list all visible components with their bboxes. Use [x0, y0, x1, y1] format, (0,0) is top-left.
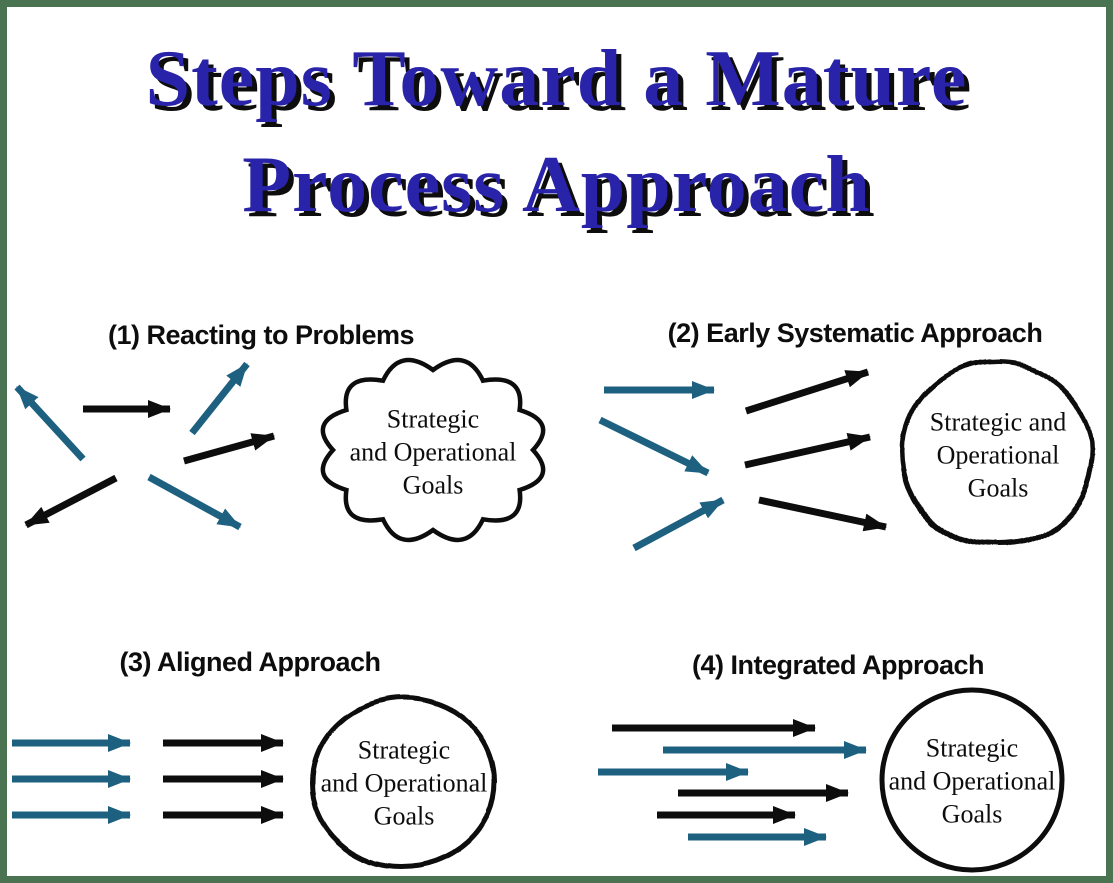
- title-line-1: Steps Toward a Mature: [145, 35, 968, 123]
- panel-3-heading: (3) Aligned Approach: [119, 647, 381, 677]
- panel-4-arrows: [598, 719, 867, 846]
- panel-4-goal-text: Strategic and Operational Goals: [889, 732, 1056, 831]
- goal-line: Strategic: [357, 735, 451, 765]
- black-arrow: [744, 368, 870, 415]
- black-arrow: [183, 432, 275, 465]
- goal-line: Strategic: [386, 404, 480, 434]
- teal-arrow: [14, 384, 86, 462]
- teal-arrow: [189, 361, 250, 436]
- black-arrow: [744, 433, 871, 469]
- panel-2-arrows: [598, 368, 887, 552]
- goal-line: Goals: [402, 470, 464, 500]
- goal-shape-circle: [879, 687, 1065, 873]
- goal-shape-irregular-blob: [900, 359, 1096, 549]
- black-arrow: [758, 496, 887, 532]
- panel-3-goal-text: Strategic and Operational Goals: [321, 734, 488, 833]
- panel-1-arrows: [14, 361, 275, 531]
- panel-4-heading: (4) Integrated Approach: [691, 650, 985, 680]
- title-line-2: Process Approach: [242, 141, 871, 229]
- panel-1-heading: (1) Reacting to Problems: [107, 320, 415, 350]
- goal-line: Operational: [936, 440, 1060, 470]
- goal-line: Goals: [941, 799, 1003, 829]
- goal-line: and Operational: [349, 437, 517, 467]
- goal-shape-wavy-cloud: [320, 357, 546, 543]
- goal-line: Goals: [967, 473, 1029, 503]
- teal-arrow: [147, 473, 242, 531]
- goal-line: Goals: [373, 801, 435, 831]
- panel-3-arrows: [12, 734, 284, 824]
- goal-line: and Operational: [888, 766, 1056, 796]
- page-title: Steps Toward a Mature Process Approach: [0, 26, 1113, 238]
- goal-line: Strategic: [925, 733, 1019, 763]
- black-arrow: [24, 474, 118, 529]
- goal-line: and Operational: [320, 768, 488, 798]
- panel-2-goal-text: Strategic and Operational Goals: [930, 406, 1066, 505]
- teal-arrow: [632, 496, 725, 552]
- goal-shape-rounded-blob: [309, 695, 499, 869]
- teal-arrow: [598, 416, 710, 477]
- goal-line: Strategic and: [929, 407, 1067, 437]
- panel-2-heading: (2) Early Systematic Approach: [667, 318, 1043, 348]
- panel-1-goal-text: Strategic and Operational Goals: [350, 403, 517, 502]
